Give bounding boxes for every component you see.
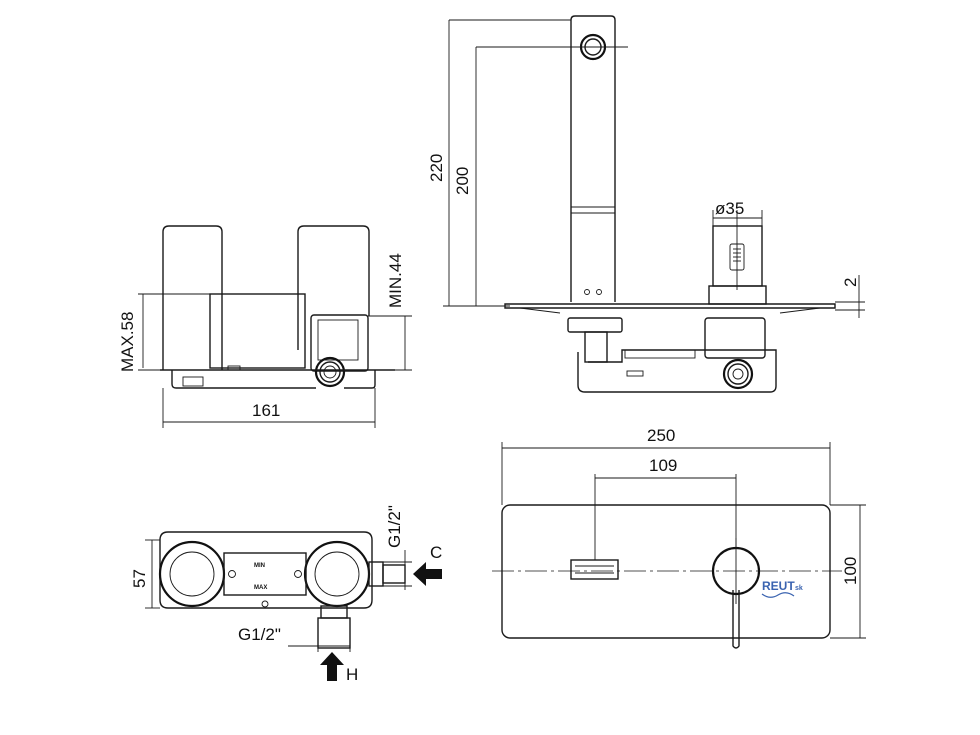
mixer-knob — [712, 225, 763, 287]
dim-109: 109 — [649, 456, 677, 475]
dim-min44: MIN.44 — [386, 253, 405, 308]
dim-250: 250 — [647, 426, 675, 445]
side-handle-left — [162, 225, 223, 370]
inlet-cold-fitting — [368, 561, 384, 587]
label-min: MIN — [254, 563, 265, 569]
front-view: 220 200 2 ø35 — [427, 15, 865, 393]
top-body-outline — [159, 531, 373, 609]
top-center-block — [223, 552, 307, 596]
side-base — [171, 370, 376, 389]
spout-connector — [567, 317, 623, 333]
side-inlet-ring — [314, 356, 346, 388]
dim-57: 57 — [130, 569, 149, 588]
side-view: MAX.58 MIN.44 161 — [118, 225, 412, 428]
label-max: MAX — [254, 585, 267, 591]
wall-plate-edge — [504, 303, 836, 309]
mixer-sleeve — [708, 285, 767, 305]
side-handle-right — [297, 225, 370, 350]
front-base — [577, 349, 777, 393]
plate-spout — [570, 559, 619, 580]
dim-g-top: G1/2" — [385, 505, 404, 548]
top-view: MIN MAX 57 G1/2" G1/2" C H — [130, 505, 442, 684]
hot-arrow-icon — [320, 652, 344, 681]
dim-g-bottom: G1/2" — [238, 625, 281, 644]
brand-logo-suffix: sk — [795, 585, 803, 592]
inlet-hot-fitting — [317, 617, 351, 649]
dim-161: 161 — [252, 401, 280, 420]
logo-wave-icon — [761, 592, 795, 598]
side-cover — [209, 293, 306, 369]
dim-2: 2 — [841, 278, 860, 287]
mixer-body — [704, 317, 766, 359]
wall-plate — [501, 504, 831, 639]
front-inlet-ring — [722, 358, 754, 390]
dim-200: 200 — [453, 167, 472, 195]
spout — [570, 15, 616, 302]
cold-arrow-icon — [413, 562, 442, 586]
mixer-lever — [732, 590, 740, 649]
dim-max58: MAX.58 — [118, 312, 137, 372]
dim-d35: ø35 — [715, 199, 744, 218]
brand-logo: REUT — [762, 579, 795, 593]
dim-220: 220 — [427, 154, 446, 182]
label-hot: H — [346, 665, 358, 684]
label-cold: C — [430, 543, 442, 562]
dim-100: 100 — [841, 557, 860, 585]
plate-view: REUT sk 250 109 100 — [492, 426, 866, 649]
